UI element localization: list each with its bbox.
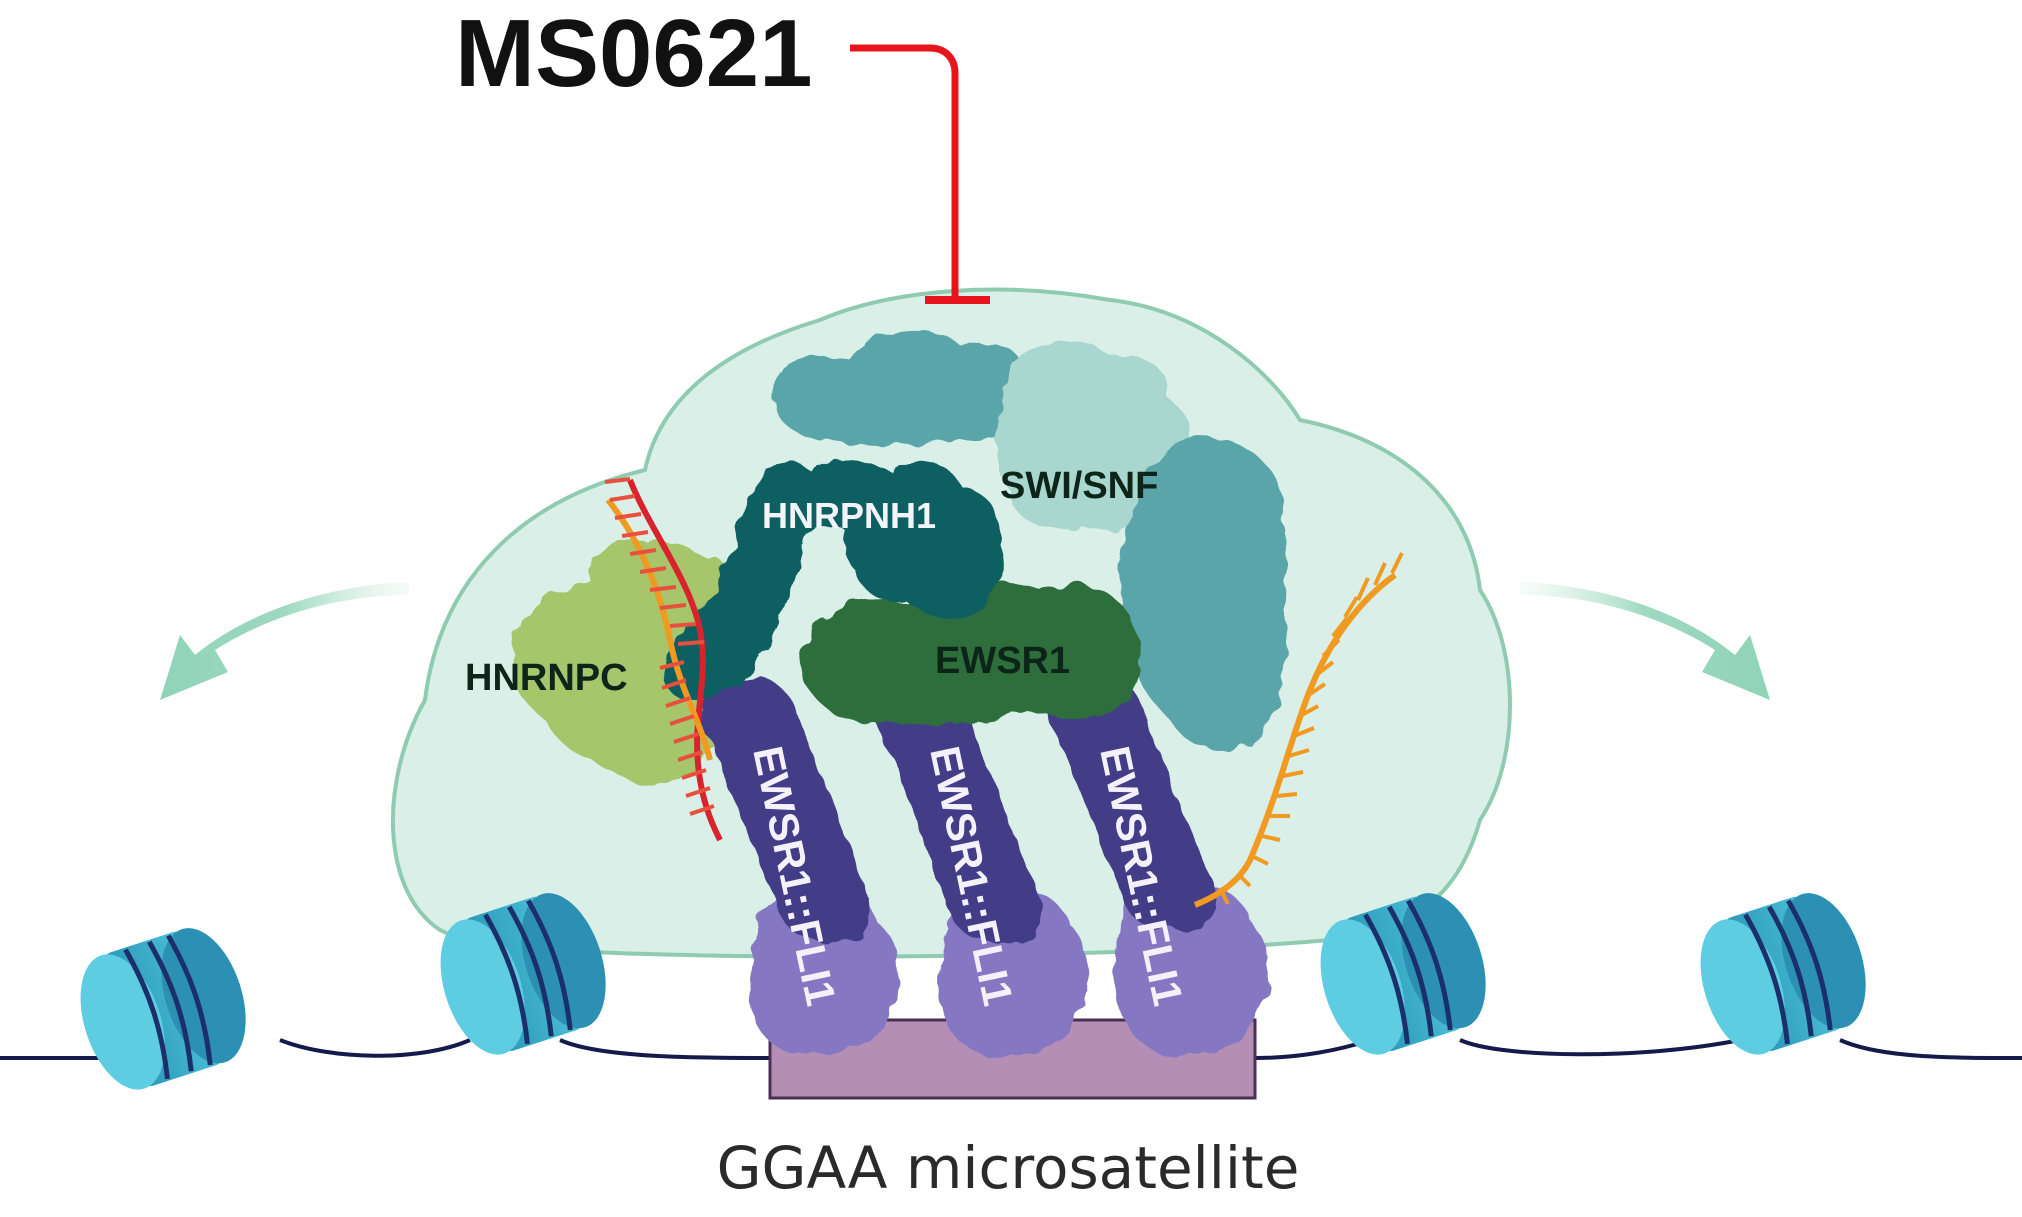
swi-snf-label: SWI/SNF [1000,465,1158,507]
drug-label: MS0621 [455,0,813,107]
ewsr1-protein [801,582,1141,726]
nucleosome-icon [1700,893,1866,1055]
nucleosome-icon [440,893,606,1055]
microsatellite-caption: GGAA microsatellite [717,1134,1300,1202]
swi-snf-complex [774,330,1286,751]
nucleosome-3 [1320,893,1486,1055]
nucleosome-icon [80,928,246,1090]
rna-strand-left [604,477,723,842]
spread-arrow-right [1520,582,1770,700]
spread-arrow-icon [1520,582,1770,700]
spread-arrow-icon [160,582,410,700]
rna-strand-icon [1193,572,1397,908]
inhibition-arrow-icon [850,44,959,300]
fusion-stems [701,676,1216,941]
hnrpnh1-protein [664,460,1004,701]
nucleosome-2 [440,893,606,1055]
hnrnpc-label: HNRNPC [465,657,628,699]
hnrpnh1-label: HNRPNH1 [762,495,936,536]
nucleosome-icon [1320,893,1486,1055]
rna-strand-icon [627,478,723,842]
ewsr1-label: EWSR1 [935,640,1070,682]
nucleosome-4 [1700,893,1866,1055]
rna-strand-right [1193,552,1404,908]
nucleosome-1 [80,928,246,1090]
spread-arrow-left [160,582,410,700]
inhibition-arrow [850,44,990,304]
